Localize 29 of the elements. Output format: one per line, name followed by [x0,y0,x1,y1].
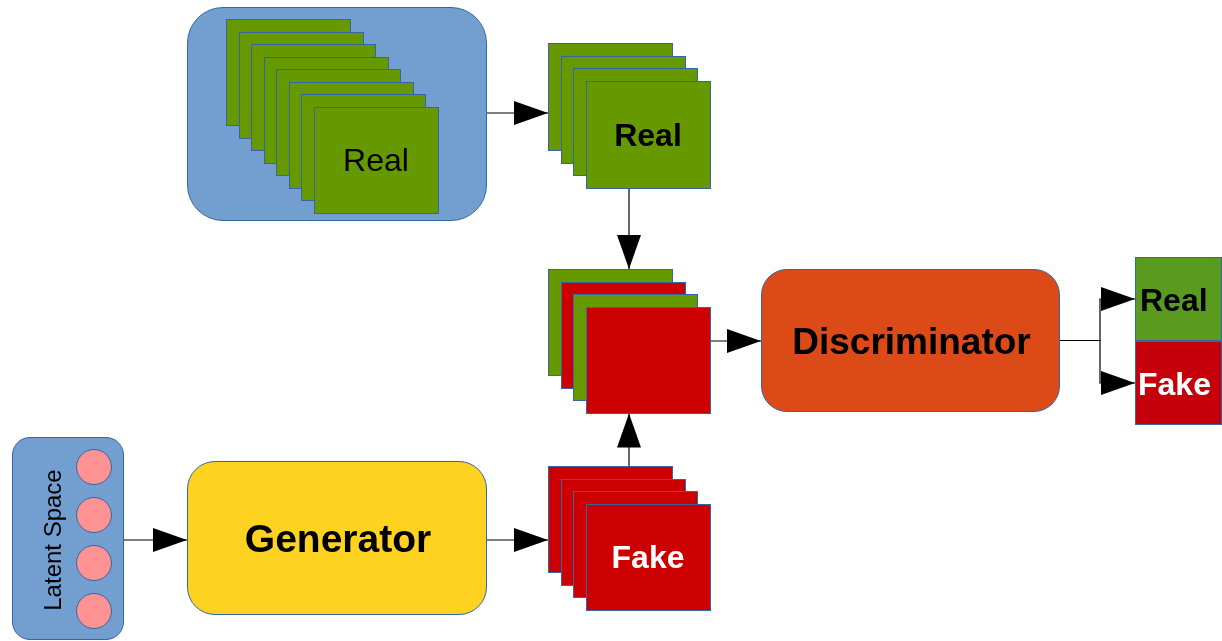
node-label: Latent Space [39,468,67,611]
latent-node-circle [76,593,112,629]
output-label [1135,257,1222,341]
generator-box [187,461,487,615]
dataset-panel [187,7,487,221]
node-label: Fake [1138,365,1211,404]
image-stack [548,43,711,189]
latent-space-panel [12,437,124,640]
node-label: Fake [610,537,686,577]
arrow [486,101,549,125]
node-label: Generator [243,516,433,562]
arrow [617,187,641,270]
arrow [486,528,549,552]
node-label: Real [613,115,683,155]
arrow [123,528,188,552]
image-stack [548,269,711,414]
image-stack [548,466,711,611]
latent-node-circle [76,545,112,581]
discriminator-box [761,269,1060,412]
latent-node-circle [76,449,112,485]
latent-node-circle [76,497,112,533]
image-stack [226,19,439,214]
node-label: Real [342,140,410,180]
arrow [617,412,641,467]
arrow [709,329,762,353]
node-label: Real [1140,281,1208,320]
arrow [1059,339,1136,395]
node-label: Discriminator [791,320,1032,364]
output-label [1135,341,1222,425]
